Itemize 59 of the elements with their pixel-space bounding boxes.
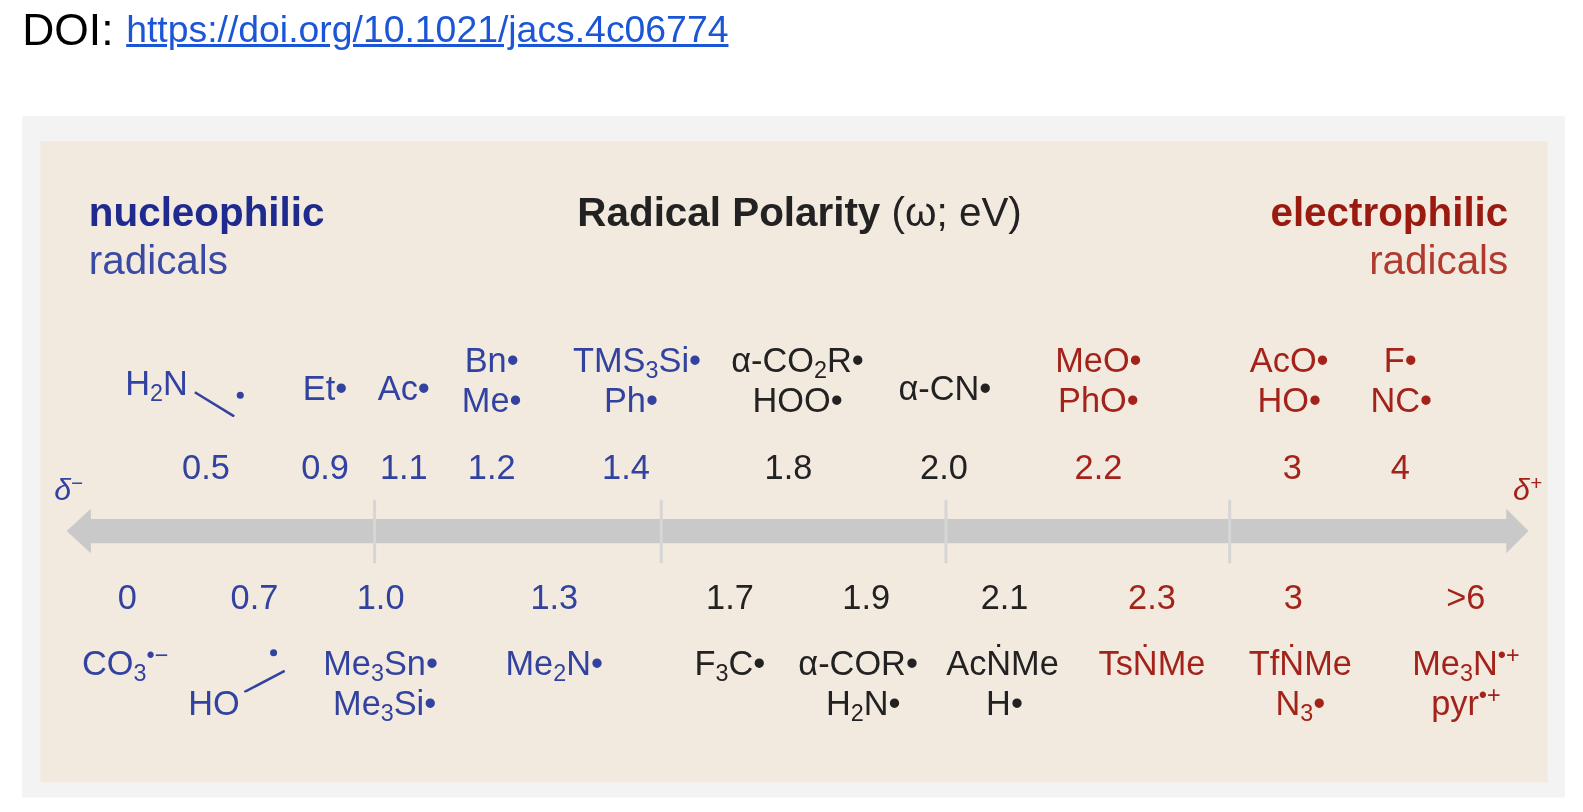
radical-formula: PhO• [1058, 382, 1139, 419]
radical-formula: Bn• [464, 342, 519, 379]
radical-formula: H$_{2}$N• [825, 685, 901, 722]
radical-formula: Me• [461, 382, 522, 419]
charge-symbol: δ$^{−}$ [54, 473, 84, 506]
charge-symbol: δ$^{+}$ [1513, 473, 1542, 506]
scale-title: Radical Polarity (ω; eV) [577, 190, 1022, 234]
polarity-value: >6 [1446, 579, 1486, 616]
radical-formula: N$_{3}$• [1275, 685, 1326, 722]
radical-formula: TfṄMe [1248, 645, 1352, 682]
radical-formula: H$_{2}$N [125, 365, 188, 402]
polarity-value: 1.3 [530, 579, 579, 616]
polarity-value: 1.2 [467, 449, 516, 486]
polarity-value: 1.9 [842, 579, 891, 616]
class-subheading: radicals [1369, 238, 1509, 281]
polarity-value: 0.5 [182, 449, 230, 486]
radical-formula: Ph• [604, 382, 658, 419]
radical-formula: α-CN• [898, 370, 992, 407]
polarity-value: 2.3 [1128, 579, 1176, 616]
doi-link: https://doi.org/10.1021/jacs.4c06774 [126, 10, 729, 50]
class-heading: nucleophilic [88, 190, 325, 234]
doi-label: DOI: [22, 6, 114, 54]
polarity-value: 1.4 [602, 449, 650, 486]
radical-formula: TsṄMe [1098, 645, 1206, 682]
polarity-value: 4 [1390, 449, 1410, 486]
polarity-value: 0 [117, 579, 137, 616]
radical-formula: pyr$^{•+}$ [1431, 685, 1501, 722]
class-subheading: radicals [88, 238, 228, 281]
polarity-value: 1.8 [764, 449, 813, 486]
polarity-value: 1.1 [379, 449, 428, 486]
radical-formula: HO• [1257, 382, 1321, 419]
radical-formula: Me$_{2}$N• [505, 645, 603, 682]
polarity-value: 3 [1282, 449, 1302, 486]
polarity-value: 2.0 [920, 449, 968, 486]
radical-formula: Me$_{3}$N$^{•+}$ [1412, 645, 1520, 682]
radical-formula: Me$_{3}$Si• [333, 685, 437, 722]
polarity-value: 1.7 [706, 579, 754, 616]
radical-formula: AcṄMe [946, 645, 1059, 682]
radical-formula: HOO• [752, 382, 843, 419]
radical-formula: H• [986, 685, 1023, 722]
radical-formula: Ac• [377, 370, 430, 407]
polarity-value: 2.2 [1074, 449, 1123, 486]
polarity-value: 0.7 [230, 579, 279, 616]
radical-formula: α-CO$_{2}$R• [731, 342, 864, 379]
polarity-value: 1.0 [356, 579, 405, 616]
polarity-value: 0.9 [301, 449, 349, 486]
polarity-value: 2.1 [980, 579, 1029, 616]
polarity-value: 3 [1283, 579, 1303, 616]
radical-formula: NC• [1370, 382, 1433, 419]
radical-formula: Et• [302, 370, 348, 407]
radical-formula: AcO• [1249, 342, 1329, 379]
class-heading: electrophilic [1270, 190, 1509, 234]
radical-formula: HO [188, 685, 240, 722]
radical-formula: TMS$_{3}$Si• [573, 342, 702, 379]
radical-formula: α-COR• [798, 645, 918, 682]
radical-formula: F• [1383, 342, 1417, 379]
radical-formula: MeO• [1055, 342, 1142, 379]
radical-formula: Me$_{3}$Sn• [323, 645, 438, 682]
radical-formula: F$_{3}$C• [694, 645, 766, 682]
